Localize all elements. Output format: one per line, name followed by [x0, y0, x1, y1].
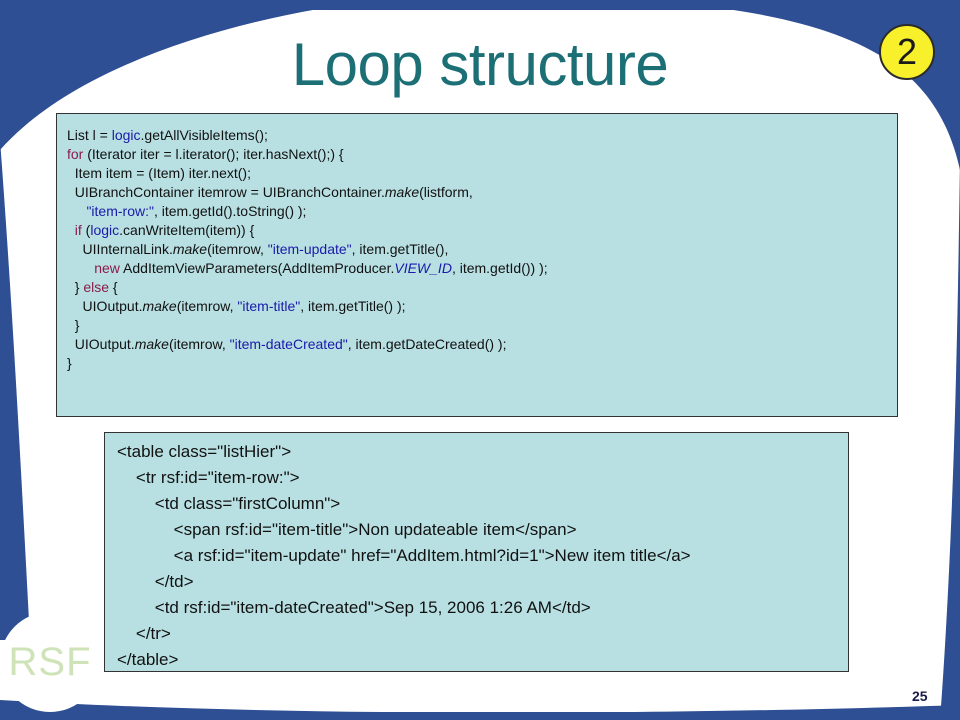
- step-badge: 2: [879, 24, 935, 80]
- html-line: <a rsf:id="item-update" href="AddItem.ht…: [117, 546, 691, 565]
- code-line: UIBranchContainer itemrow = UIBranchCont…: [67, 184, 473, 200]
- code-line: }: [67, 355, 72, 371]
- slide-title: Loop structure: [291, 31, 669, 98]
- code-line: UIOutput.make(itemrow, "item-title", ite…: [67, 298, 406, 314]
- code-line: UIOutput.make(itemrow, "item-dateCreated…: [67, 336, 507, 352]
- code-line: }: [67, 317, 80, 333]
- rsf-logo: RSF: [0, 612, 100, 712]
- html-line: <tr rsf:id="item-row:">: [117, 468, 300, 487]
- code-line: "item-row:", item.getId().toString() );: [86, 203, 307, 219]
- rsf-logo-text: RSF: [8, 639, 92, 684]
- html-template-block: <table class="listHier"> <tr rsf:id="ite…: [104, 432, 849, 672]
- code-line: Item item = (Item) iter.next();: [67, 165, 251, 181]
- html-line: <table class="listHier">: [117, 442, 292, 461]
- code-line: new AddItemViewParameters(AddItemProduce…: [94, 260, 548, 276]
- code-line: if (logic.canWriteItem(item)) {: [74, 222, 255, 238]
- code-line: UIInternalLink.make(itemrow, "item-updat…: [67, 241, 449, 257]
- html-line: </td>: [117, 572, 194, 591]
- html-line: <td class="firstColumn">: [117, 494, 341, 513]
- code-line: } else {: [67, 279, 118, 295]
- code-line: for (Iterator iter = l.iterator(); iter.…: [67, 146, 344, 162]
- html-line: <span rsf:id="item-title">Non updateable…: [117, 520, 577, 539]
- code-line: List l = logic.getAllVisibleItems();: [67, 127, 268, 143]
- html-line: </tr>: [117, 624, 171, 643]
- html-line: </table>: [117, 650, 179, 669]
- html-line: <td rsf:id="item-dateCreated">Sep 15, 20…: [117, 598, 591, 617]
- page-number: 25: [912, 688, 928, 704]
- java-code-block: List l = logic.getAllVisibleItems(); for…: [56, 113, 898, 417]
